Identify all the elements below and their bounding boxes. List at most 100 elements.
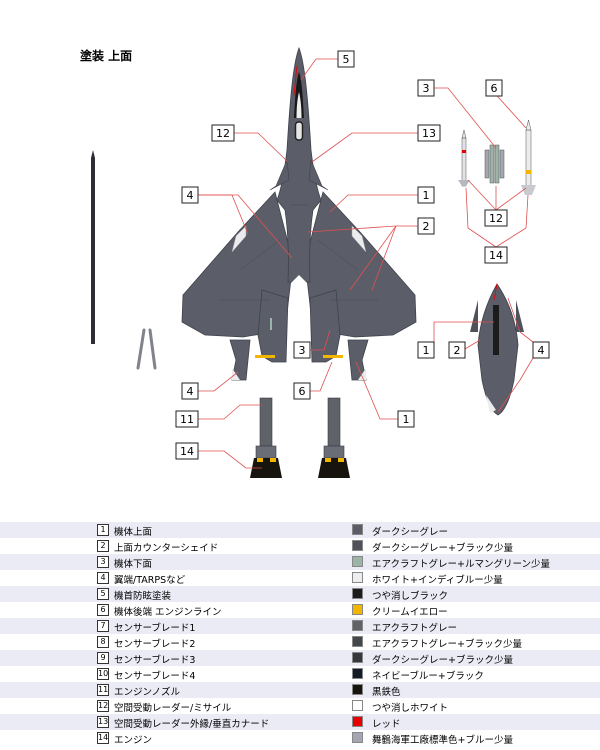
legend-row: 2 上面カウンターシェイド ダークシーグレー+ブラック少量 [0, 538, 600, 554]
callout-13: 13 [417, 124, 441, 142]
legend-part-name: 空間受動レーダー/ミサイル [114, 703, 232, 714]
legend-number: 2 [97, 540, 109, 552]
nose-section-black [493, 305, 499, 355]
nose-red-line [293, 65, 298, 96]
legend-part-name: センサーブレード4 [114, 671, 196, 682]
legend-color-swatch [352, 572, 363, 583]
svg-text:4: 4 [538, 344, 545, 357]
svg-text:1: 1 [423, 344, 430, 357]
legend-color-name: ダークシーグレー [372, 527, 449, 538]
right-yellow-line [323, 355, 343, 358]
legend-row: 14 エンジン 舞鶴海軍工廠標準色+ブルー少量 [0, 730, 600, 746]
svg-text:12: 12 [216, 127, 230, 140]
legend-row: 11 エンジンノズル 黒鉄色 [0, 682, 600, 698]
legend-part-name: 翼端/TARPSなど [114, 575, 186, 586]
svg-text:5: 5 [343, 53, 350, 66]
legend-number: 13 [97, 716, 109, 728]
svg-text:14: 14 [489, 249, 503, 262]
legend-number: 4 [97, 572, 109, 584]
legend-part-name: 機体後端 エンジンライン [114, 607, 222, 618]
cockpit-rear [294, 121, 304, 141]
callout-lines [198, 58, 534, 469]
panel-lines [220, 204, 378, 301]
legend-part-name: 機体上面 [114, 527, 153, 538]
legend-color-swatch [352, 732, 363, 743]
legend-part-name: エンジン [114, 735, 153, 746]
cockpit-canopy [296, 92, 302, 118]
svg-text:12: 12 [489, 212, 503, 225]
legend-part-name: エンジンノズル [114, 687, 181, 698]
callout-4-nose: 4 [532, 341, 550, 359]
nose-section-view [470, 283, 524, 416]
legend-number: 9 [97, 652, 109, 664]
legend-color-swatch [352, 716, 363, 727]
svg-text:3: 3 [423, 82, 430, 95]
missile-right [521, 119, 536, 195]
legend-number: 14 [97, 732, 109, 744]
legend-color-name: 舞鶴海軍工廠標準色+ブルー少量 [372, 735, 513, 746]
legend-row: 10 センサーブレード4 ネイビーブルー+ブラック [0, 666, 600, 682]
svg-text:1: 1 [403, 413, 410, 426]
legend-number: 1 [97, 524, 109, 536]
legend-color-name: ホワイト+インディブルー少量 [372, 575, 503, 586]
diagram-area: 塗装 上面 [80, 46, 550, 478]
legend-color-name: ダークシーグレー+ブラック少量 [372, 543, 513, 554]
underside-green-mark [270, 318, 272, 330]
svg-text:2: 2 [454, 344, 461, 357]
legend-part-name: センサーブレード3 [114, 655, 196, 666]
legend-number: 12 [97, 700, 109, 712]
svg-text:13: 13 [422, 127, 436, 140]
legend-row: 12 空間受動レーダー/ミサイル つや消しホワイト [0, 698, 600, 714]
legend-color-name: 黒鉄色 [372, 687, 401, 698]
legend-color-swatch [352, 556, 363, 567]
legend-color-name: ネイビーブルー+ブラック [372, 671, 484, 682]
left-canard [269, 159, 290, 191]
pod-center [484, 144, 505, 184]
legend-color-swatch [352, 668, 363, 679]
legend-row: 4 翼端/TARPSなど ホワイト+インディブルー少量 [0, 570, 600, 586]
callout-12: 12 [211, 124, 235, 142]
callout-14-right: 14 [484, 246, 508, 264]
engine-left-nozzle [250, 458, 282, 478]
missile-left [458, 129, 470, 187]
legend-number: 8 [97, 636, 109, 648]
legend-color-name: つや消しブラック [372, 591, 449, 602]
tail-gap [292, 275, 306, 312]
callout-1-nose: 1 [417, 341, 435, 359]
legend-number: 3 [97, 556, 109, 568]
callout-4-upper: 4 [181, 186, 199, 204]
left-wingtip-white [231, 225, 247, 253]
callout-5: 5 [337, 50, 355, 68]
section-title: 塗装 上面 [80, 49, 133, 63]
legend-color-swatch [352, 620, 363, 631]
engine-left [250, 397, 282, 478]
legend-part-name: 上面カウンターシェイド [114, 543, 219, 554]
svg-text:4: 4 [187, 189, 194, 202]
svg-text:6: 6 [491, 82, 498, 95]
antenna-rod [91, 158, 95, 344]
callout-11: 11 [175, 410, 199, 428]
right-fin-tip [358, 368, 366, 380]
legend-row: 1 機体上面 ダークシーグレー [0, 522, 600, 538]
legend-number: 10 [97, 668, 109, 680]
callout-2-upper: 2 [417, 217, 435, 235]
left-tail-boom [257, 289, 289, 363]
callout-6-upper: 6 [485, 79, 503, 97]
v-struts [136, 328, 157, 370]
legend-number: 11 [97, 684, 109, 696]
callout-2-nose: 2 [448, 341, 466, 359]
callout-3-lower: 3 [293, 341, 311, 359]
legend-color-name: つや消しホワイト [372, 703, 449, 714]
legend-color-name: レッド [372, 719, 401, 730]
legend-color-swatch [352, 652, 363, 663]
legend-part-name: 機体下面 [114, 559, 153, 570]
legend-color-name: ダークシーグレー+ブラック少量 [372, 655, 513, 666]
legend-part-name: センサーブレード2 [114, 639, 196, 650]
legend-color-swatch [352, 524, 363, 535]
legend-number: 6 [97, 604, 109, 616]
legend-color-name: エアクラフトグレー+ブラック少量 [372, 639, 522, 650]
